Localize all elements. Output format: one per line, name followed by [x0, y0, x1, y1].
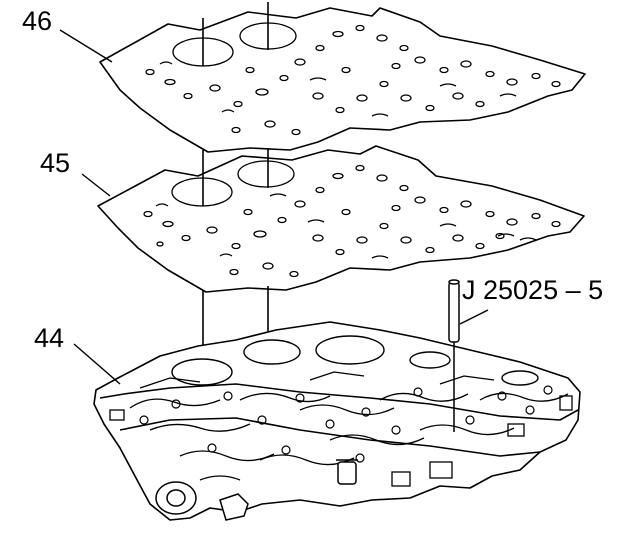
spacer-plate-gasket-45	[97, 145, 585, 293]
valve-body-fittings	[155, 459, 358, 521]
leader-lines	[59, 29, 489, 385]
callout-45: 45	[40, 148, 71, 178]
valve-body-ports	[139, 385, 553, 463]
callout-44: 44	[34, 323, 65, 353]
callout-tool-j25025-5: J 25025 – 5	[462, 275, 604, 305]
gasket-45-holes	[143, 160, 561, 278]
alignment-lines	[202, 2, 269, 372]
valve-body-bores	[171, 335, 539, 386]
alignment-pin-tool	[448, 279, 460, 432]
spacer-plate-gasket-46	[99, 7, 586, 153]
valve-body-channels	[109, 371, 573, 487]
callout-46: 46	[22, 6, 53, 36]
